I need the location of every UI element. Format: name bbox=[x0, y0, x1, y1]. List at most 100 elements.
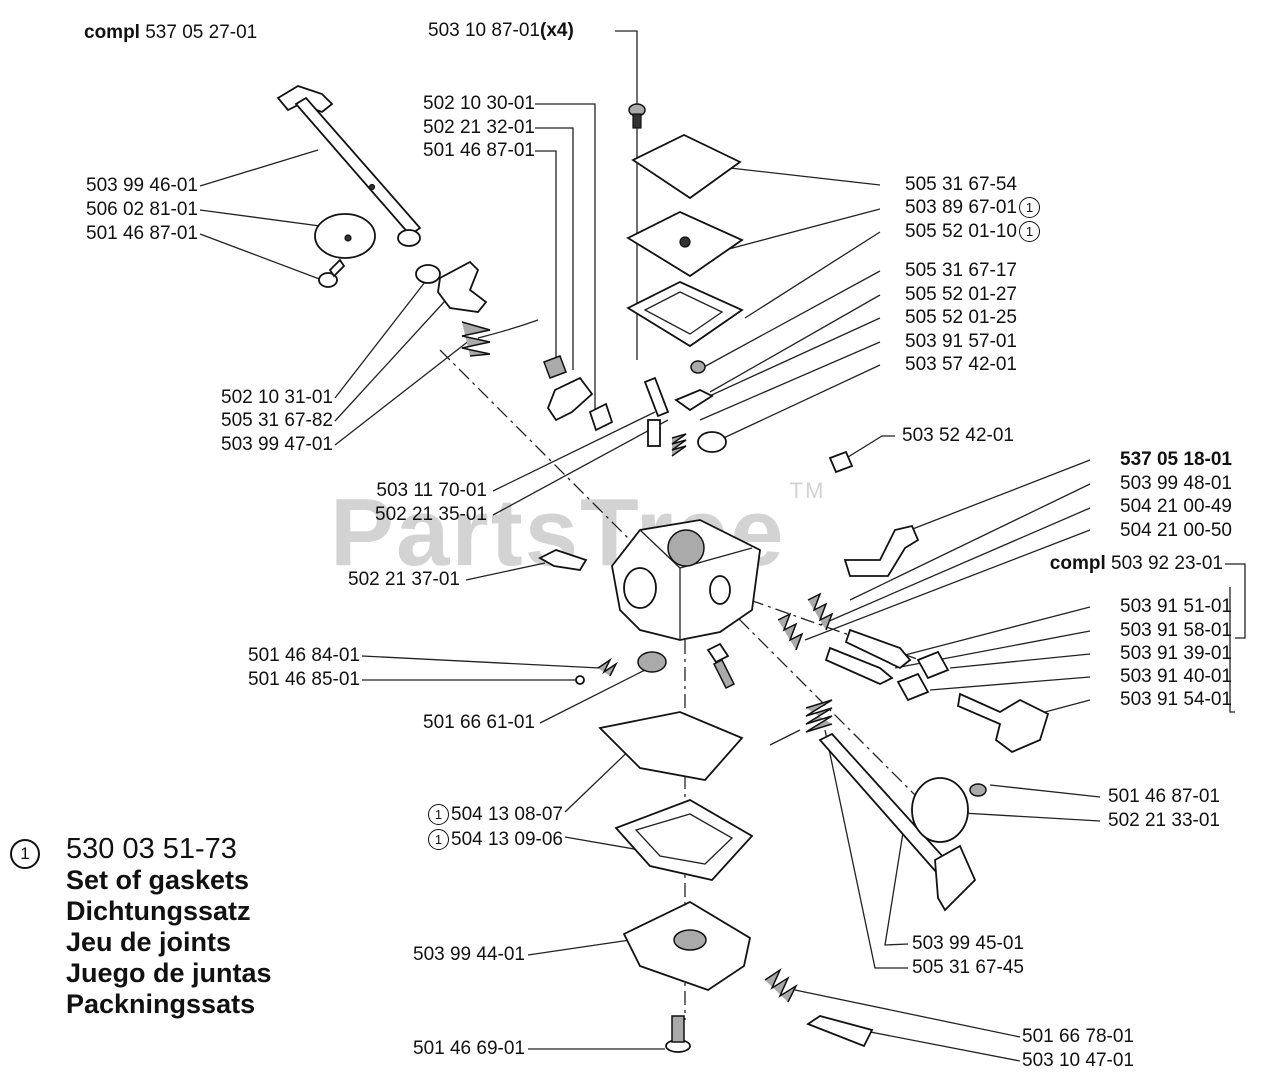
diaphragm-center bbox=[679, 236, 691, 248]
part-label: 503 57 42-01 bbox=[905, 354, 1017, 375]
part-label: 505 52 01-27 bbox=[905, 284, 1017, 305]
cover-port bbox=[673, 929, 707, 951]
pump-gasket-inner bbox=[643, 291, 724, 335]
small-screw-a bbox=[543, 355, 567, 379]
legend-part-number: 530 03 51-73 bbox=[66, 833, 237, 865]
throttle-shaft bbox=[276, 85, 422, 247]
part-label: 501 46 87-01 bbox=[86, 223, 198, 244]
kit-mark: 1 bbox=[1019, 221, 1040, 242]
metering-gasket-inner bbox=[634, 813, 734, 865]
welch-plug bbox=[828, 450, 854, 474]
part-label: 504 21 00-50 bbox=[1120, 520, 1232, 541]
inlet-screen bbox=[637, 651, 667, 673]
screw-label-top: 503 10 87-01(x4) bbox=[428, 20, 574, 41]
part-label: 505 31 67-54 bbox=[905, 174, 1017, 195]
spring-wire bbox=[477, 319, 539, 339]
choke-screw bbox=[969, 783, 987, 797]
limiter-cap-b bbox=[896, 672, 930, 702]
part-label: 503 91 58-01 bbox=[1120, 620, 1232, 641]
part-label: 501 46 85-01 bbox=[248, 669, 360, 690]
part-label: 501 66 78-01 bbox=[1022, 1026, 1134, 1047]
pump-gasket bbox=[626, 281, 744, 348]
check-ball bbox=[575, 675, 585, 685]
kit-mark: 1 bbox=[428, 829, 449, 850]
metering-spring bbox=[597, 657, 618, 677]
lever-bracket bbox=[546, 376, 594, 422]
fuel-line-elbow bbox=[843, 524, 920, 577]
part-label: 503 11 70-01 bbox=[376, 480, 487, 501]
valve-screw bbox=[318, 258, 346, 288]
l-adjust-screw bbox=[824, 646, 894, 685]
legend-line: Packningssats bbox=[66, 989, 256, 1019]
throttle-lever bbox=[437, 260, 488, 313]
part-label: 503 99 46-01 bbox=[86, 175, 198, 196]
kit-label-top-left: compl 537 05 27-01 bbox=[84, 22, 258, 43]
part-label: 501 46 87-01 bbox=[423, 140, 535, 161]
part-label: 505 31 67-45 bbox=[912, 957, 1024, 978]
shaft-washer bbox=[415, 264, 441, 284]
part-label: 506 02 81-01 bbox=[86, 199, 198, 220]
part-label: 504 21 00-49 bbox=[1120, 496, 1232, 517]
needle-valve bbox=[643, 376, 670, 418]
bottom-screw bbox=[665, 1015, 691, 1053]
part-label: 502 21 35-01 bbox=[375, 504, 487, 525]
legend-line: Dichtungssatz bbox=[66, 896, 251, 926]
part-label: 503 52 42-01 bbox=[902, 425, 1014, 446]
adjust-tool bbox=[956, 692, 1050, 754]
trademark-mark: TM bbox=[789, 478, 826, 503]
pin bbox=[647, 419, 661, 447]
part-label: 501 46 69-01 bbox=[413, 1038, 525, 1059]
part-label: 503 99 45-01 bbox=[912, 933, 1024, 954]
part-label: 503 99 48-01 bbox=[1120, 473, 1232, 494]
part-label: 503 91 54-01 bbox=[1120, 689, 1232, 710]
idle-screw bbox=[806, 1015, 874, 1048]
choke-spring bbox=[805, 699, 833, 733]
return-spring bbox=[461, 321, 491, 357]
metering-gasket bbox=[614, 799, 754, 881]
inlet-lever bbox=[674, 389, 714, 412]
part-label: 503 99 47-01 bbox=[221, 434, 333, 455]
carburetor-number: 537 05 18-01 bbox=[1120, 449, 1232, 470]
part-label: 503 99 44-01 bbox=[413, 944, 525, 965]
part-label: 505 31 67-17 bbox=[905, 260, 1017, 281]
part-label: 502 10 31-01 bbox=[221, 387, 333, 408]
elbow-nipple bbox=[538, 549, 588, 571]
part-label: 501 46 84-01 bbox=[248, 645, 360, 666]
l-screw-spring bbox=[777, 612, 804, 651]
part-label: 501 46 87-01 bbox=[1108, 786, 1220, 807]
pump-cover bbox=[631, 133, 742, 200]
part-label: 505 52 01-25 bbox=[905, 307, 1017, 328]
part-label: 502 10 30-01 bbox=[423, 93, 535, 114]
part-label: 502 21 37-01 bbox=[348, 569, 460, 590]
limiter-cap-a bbox=[916, 650, 950, 680]
legend-mark: 1 bbox=[10, 839, 40, 869]
choke-valve-disc bbox=[911, 777, 969, 843]
part-label: 503 91 57-01 bbox=[905, 331, 1017, 352]
legend-line: Jeu de joints bbox=[66, 927, 232, 957]
part-label: 503 91 39-01 bbox=[1120, 643, 1232, 664]
pump-cover-screw bbox=[628, 103, 646, 129]
cover-screw-b bbox=[712, 658, 736, 690]
cover-screw-a bbox=[706, 642, 730, 664]
part-label: 503 10 47-01 bbox=[1022, 1050, 1134, 1071]
bushing bbox=[588, 402, 614, 432]
part-label: 503 91 40-01 bbox=[1120, 666, 1232, 687]
part-label: 501 66 61-01 bbox=[423, 712, 535, 733]
throttle-valve-disc bbox=[314, 213, 376, 259]
kit-label: compl 503 92 23-01 bbox=[1049, 553, 1223, 574]
part-label: 502 21 32-01 bbox=[423, 117, 535, 138]
part-label: 505 31 67-82 bbox=[221, 410, 333, 431]
h-adjust-screw bbox=[844, 628, 912, 670]
choke-lever bbox=[934, 844, 977, 912]
inlet-screw bbox=[690, 360, 706, 374]
valve-hole bbox=[344, 234, 352, 242]
metering-diaphragm bbox=[598, 711, 744, 781]
kit-mark: 1 bbox=[428, 804, 449, 825]
h-screw-spring bbox=[807, 592, 834, 631]
